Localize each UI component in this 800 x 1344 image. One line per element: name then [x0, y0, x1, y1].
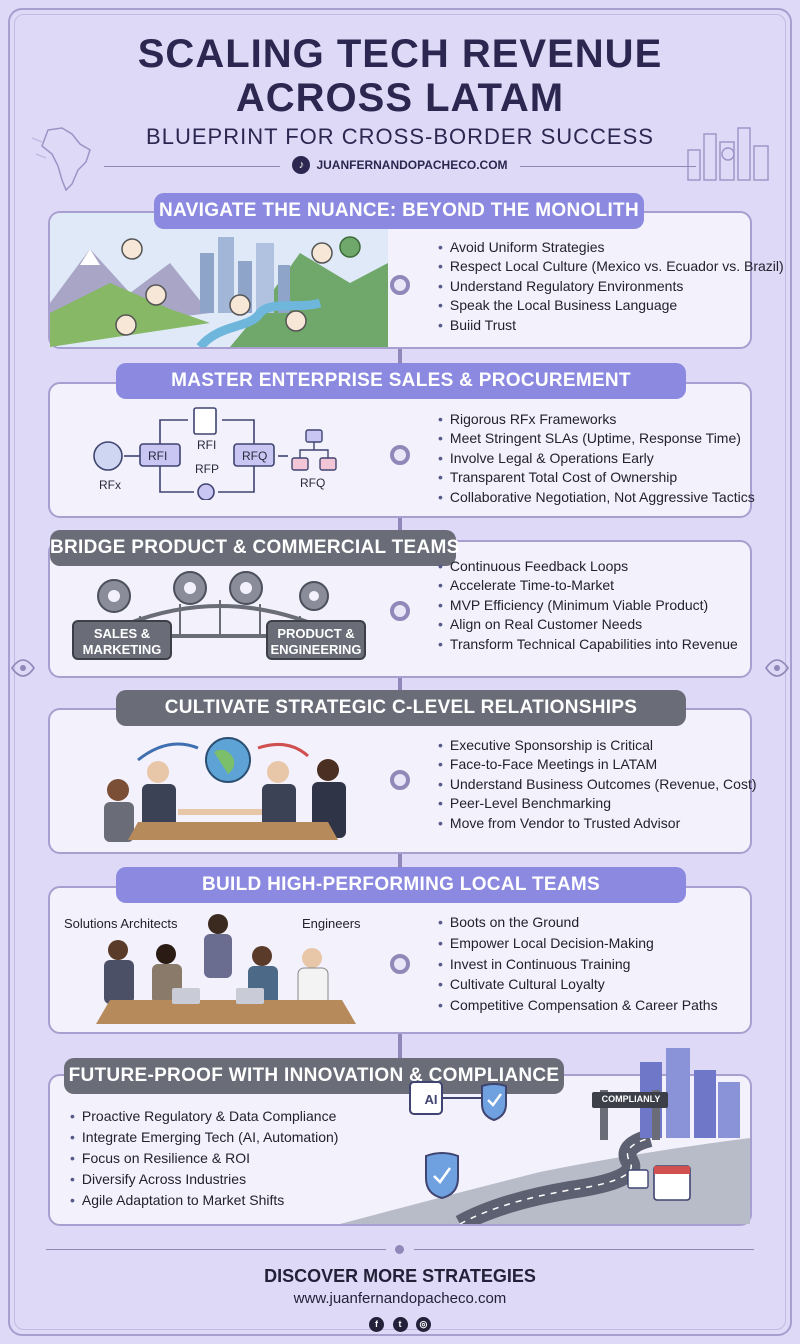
section-5-title: BUILD HIGH-PERFORMING LOCAL TEAMS [116, 867, 686, 903]
section-4-bullets: Executive Sponsorship is Critical Face-t… [438, 736, 757, 833]
list-item: Peer-Level Benchmarking [438, 794, 757, 813]
city-skyline-icon [687, 127, 769, 181]
list-item: Understand Business Outcomes (Revenue, C… [438, 775, 757, 794]
timeline-node-5 [390, 954, 410, 974]
list-item: Understand Regulatory Environments [438, 277, 784, 296]
list-item: Proactive Regulatory & Data Compliance [70, 1106, 338, 1127]
list-item: Focus on Resilience & ROI [70, 1148, 338, 1169]
footer-divider-left [46, 1249, 386, 1250]
social-icons: f t ◎ [0, 1314, 800, 1332]
local-team-illustration [96, 914, 356, 1024]
section-1-bullets: Avoid Uniform Strategies Respect Local C… [438, 238, 784, 335]
rfq-end-label: RFQ [300, 476, 326, 490]
footer-divider-right [414, 1249, 754, 1250]
footer-website-link[interactable]: www.juanfernandopacheco.com [293, 1290, 507, 1307]
header-divider-right [520, 166, 696, 167]
list-item: Meet Stringent SLAs (Uptime, Response Ti… [438, 429, 755, 448]
rfp-label: RFP [195, 462, 219, 476]
rfi-doc-label: RFI [197, 438, 217, 452]
list-item: MVP Efficiency (Minimum Viable Product) [438, 596, 738, 615]
engineers-label: Engineers [302, 916, 361, 931]
page-subtitle: BLUEPRINT FOR CROSS-BORDER SUCCESS [146, 124, 654, 149]
tiktok-icon: ♪ [292, 156, 311, 174]
list-item: Speak the Local Business Language [438, 296, 784, 315]
section-6-bullets: Proactive Regulatory & Data Compliance I… [70, 1106, 339, 1211]
left-ornament [11, 659, 35, 677]
section-2-title: MASTER ENTERPRISE SALES & PROCUREMENT [116, 363, 686, 399]
discover-more-heading: DISCOVER MORE STRATEGIES [264, 1266, 536, 1286]
timeline-node-1 [390, 275, 410, 295]
section-4-title: CULTIVATE STRATEGIC C-LEVEL RELATIONSHIP… [116, 690, 686, 726]
compliance-road-illustration [340, 1048, 750, 1224]
rfq-box-label: RFQ [242, 449, 268, 463]
list-item: Cultivate Cultural Loyalty [438, 974, 718, 995]
product-sign-line-2: ENGINEERING [270, 642, 362, 657]
ai-chip-label: AI [424, 1092, 438, 1107]
list-item: Agile Adaptation to Market Shifts [70, 1190, 338, 1211]
list-item: Diversify Across Industries [70, 1169, 338, 1190]
list-item: Competitive Compensation & Career Paths [438, 995, 718, 1016]
section-3-bullets: Continuous Feedback Loops Accelerate Tim… [438, 557, 738, 654]
timeline-node-2 [390, 445, 410, 465]
list-item: Executive Sponsorship is Critical [438, 736, 757, 755]
list-item: Accelerate Time-to-Market [438, 576, 738, 595]
list-item: Boots on the Ground [438, 912, 718, 933]
rfx-cycle-diagram [93, 407, 337, 500]
rfx-label: RFx [99, 478, 121, 492]
list-item: Align on Real Customer Needs [438, 615, 738, 634]
header-website-text: JUANFERNANDOPACHECO.COM [316, 158, 508, 172]
header-divider-left [104, 166, 280, 167]
list-item: Empower Local Decision-Making [438, 933, 718, 954]
twitter-icon[interactable]: t [392, 1317, 408, 1332]
list-item: Transform Technical Capabilities into Re… [438, 635, 738, 654]
sales-sign-line-1: SALES & [93, 626, 151, 641]
page-title-line-1: SCALING TECH REVENUE [137, 32, 663, 76]
footer-divider-dot [395, 1245, 404, 1254]
list-item: Integrate Emerging Tech (AI, Automation) [70, 1127, 339, 1148]
latam-landscape-illustration [50, 213, 388, 347]
list-item: Rigorous RFx Frameworks [438, 410, 755, 429]
list-item: Involve Legal & Operations Early [438, 449, 755, 468]
solutions-architects-label: Solutions Architects [64, 916, 178, 931]
page-title-line-2: ACROSS LATAM [235, 76, 565, 120]
list-item: Avoid Uniform Strategies [438, 238, 784, 257]
list-item: Face-to-Face Meetings in LATAM [438, 755, 757, 774]
instagram-icon[interactable]: ◎ [415, 1317, 431, 1332]
executive-handshake-illustration [104, 737, 346, 842]
section-3-title: BRIDGE PRODUCT & COMMERCIAL TEAMS [50, 530, 459, 566]
timeline-node-3 [390, 601, 410, 621]
list-item: Move from Vendor to Trusted Advisor [438, 814, 757, 833]
compliance-gate-sign: COMPLIANLY [601, 1094, 661, 1104]
section-5-bullets: Boots on the Ground Empower Local Decisi… [438, 912, 718, 1016]
header-website[interactable]: ♪ JUANFERNANDOPACHECO.COM [0, 156, 800, 174]
product-engineering-sign: PRODUCT & ENGINEERING [266, 620, 366, 660]
timeline-node-4 [390, 770, 410, 790]
sales-sign-line-2: MARKETING [82, 642, 162, 657]
right-ornament [765, 659, 789, 677]
section-1-title: NAVIGATE THE NUANCE: BEYOND THE MONOLITH [154, 193, 644, 229]
sales-marketing-sign: SALES & MARKETING [72, 620, 172, 660]
rfi-box-label: RFI [148, 449, 168, 463]
list-item: Respect Local Culture (Mexico vs. Ecuado… [438, 257, 784, 276]
list-item: Continuous Feedback Loops [438, 557, 738, 576]
facebook-icon[interactable]: f [369, 1317, 385, 1332]
list-item: Buiid Trust [438, 316, 784, 335]
section-2-bullets: Rigorous RFx Frameworks Meet Stringent S… [438, 410, 755, 507]
list-item: Transparent Total Cost of Ownership [438, 468, 755, 487]
list-item: Invest in Continuous Training [438, 954, 718, 975]
list-item: Collaborative Negotiation, Not Aggressiv… [438, 488, 755, 507]
latam-map-icon [31, 127, 91, 192]
outer-frame [8, 8, 792, 1336]
section-6-title: FUTURE-PROOF WITH INNOVATION & COMPLIANC… [64, 1058, 564, 1094]
product-sign-line-1: PRODUCT & [277, 626, 355, 641]
